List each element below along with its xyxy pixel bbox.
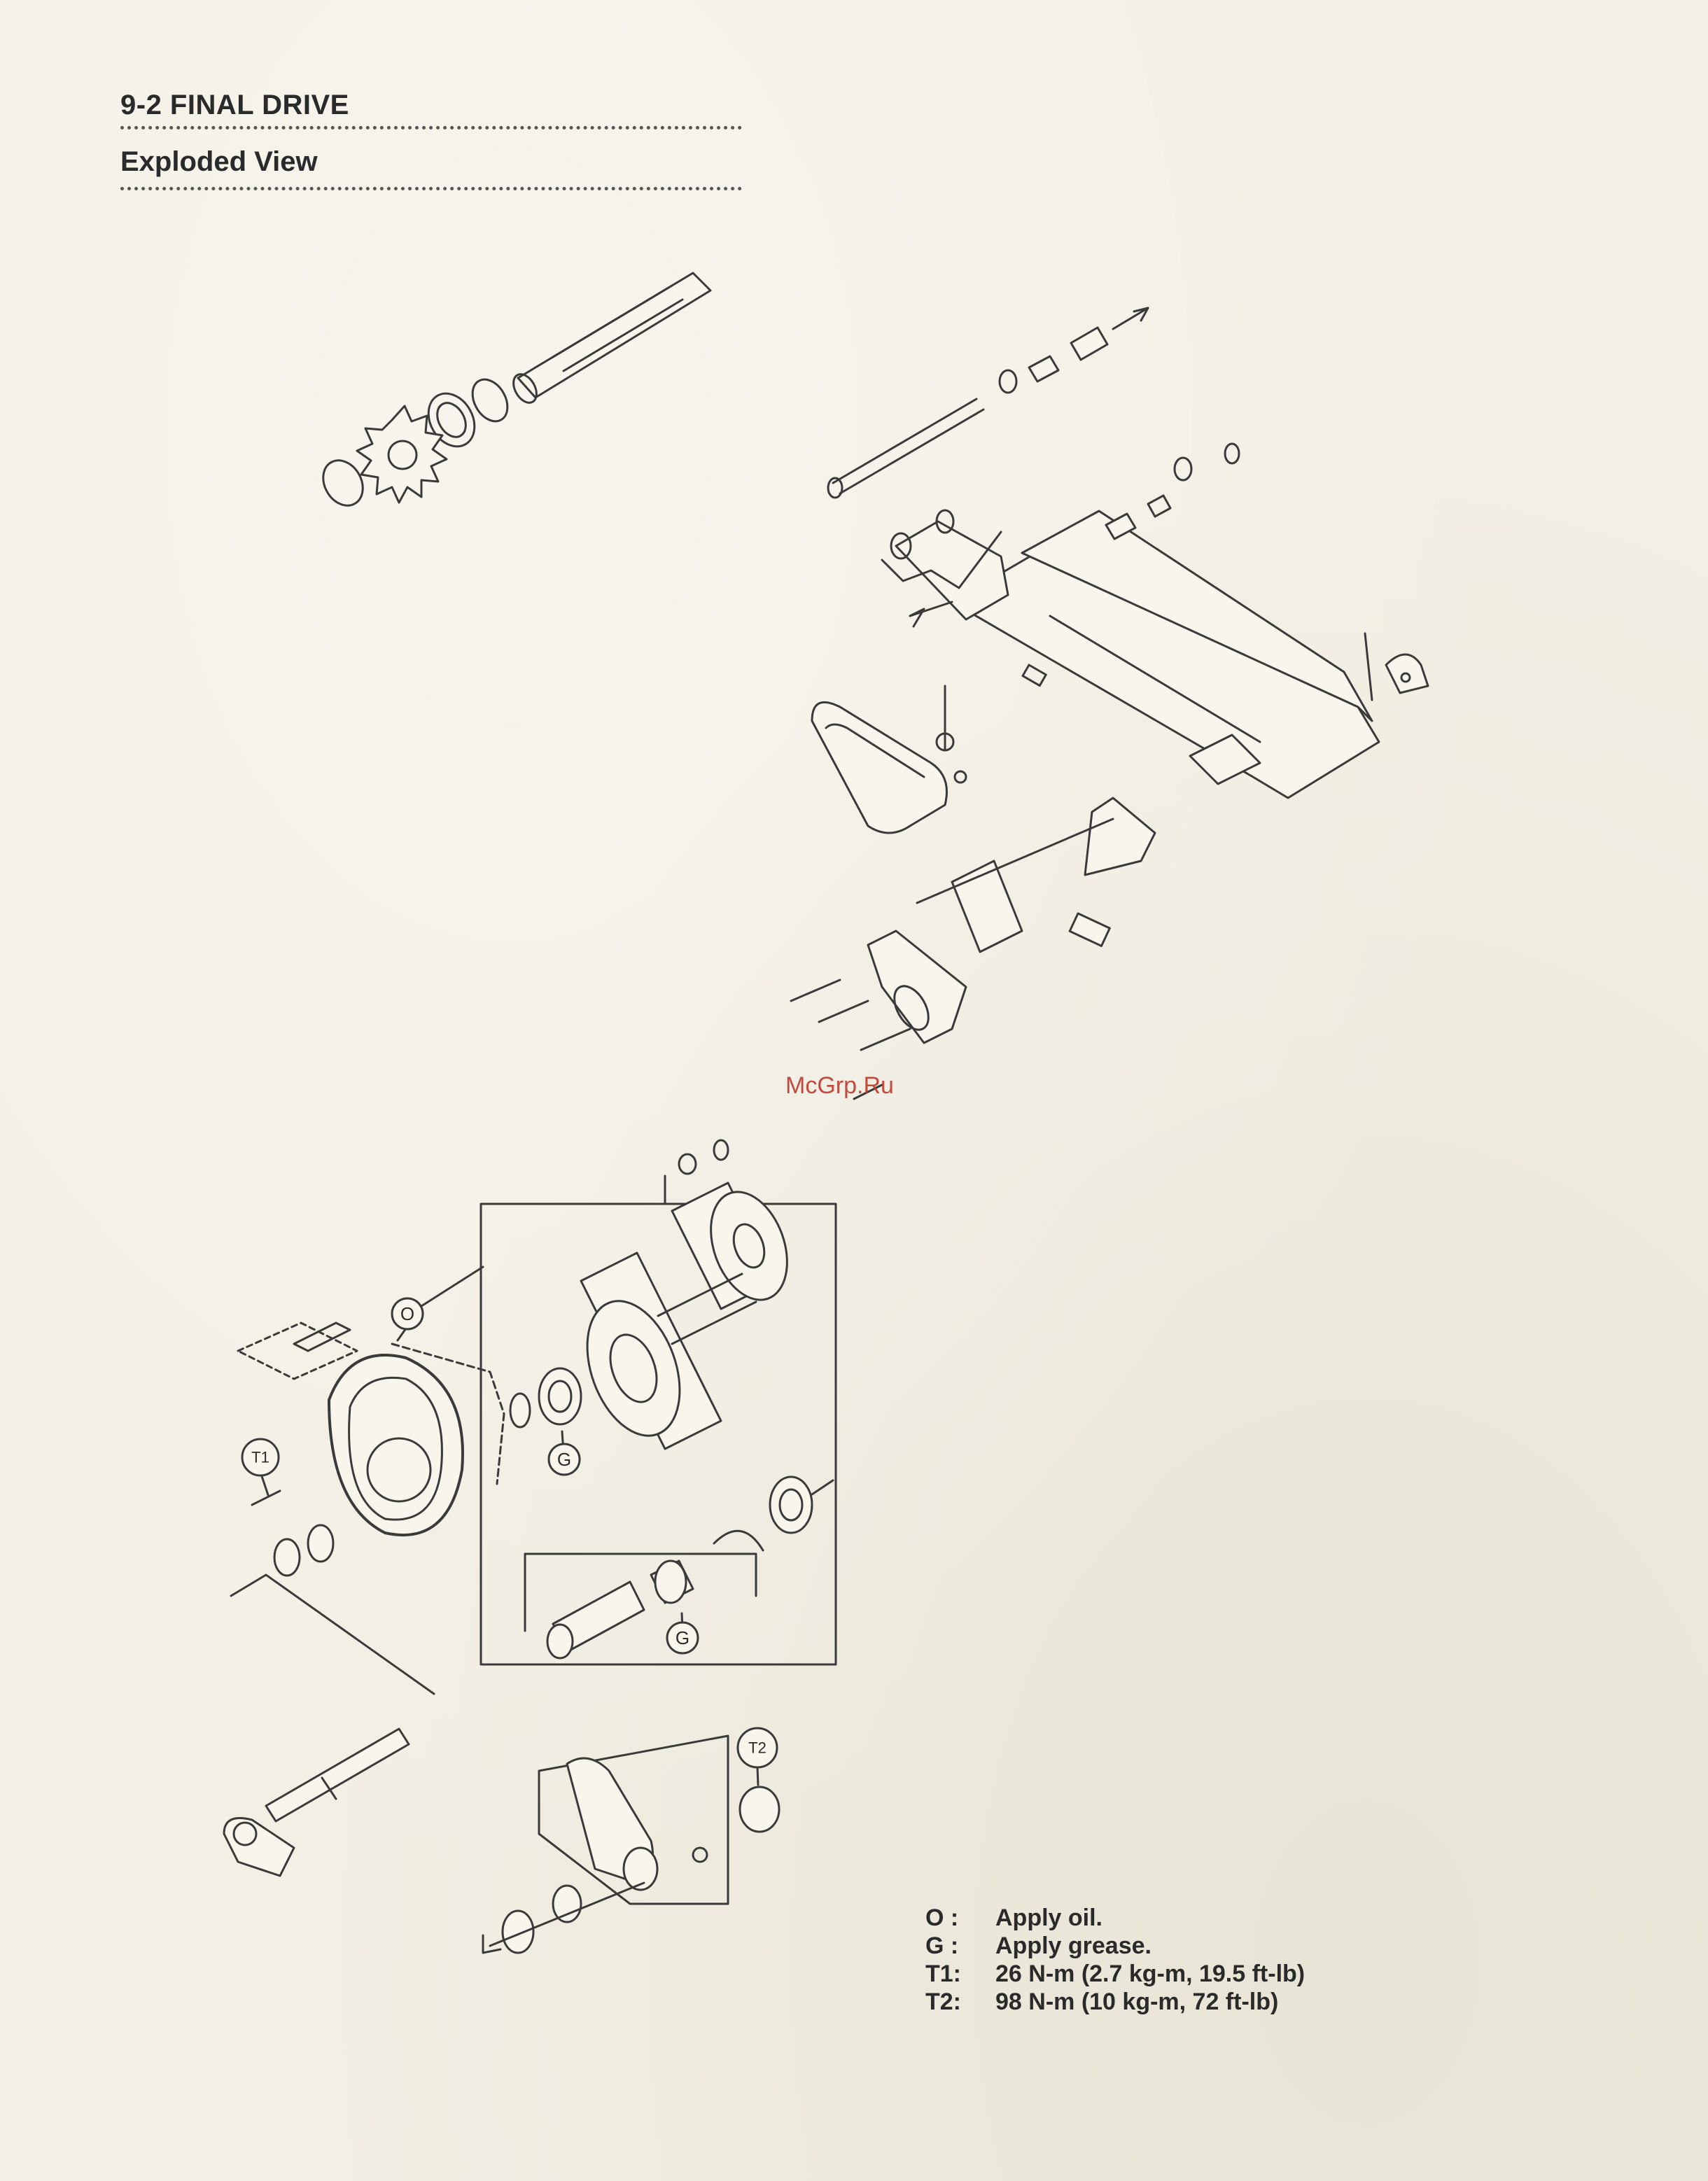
rear-axle <box>224 1729 409 1876</box>
legend-row: G : Apply grease. <box>925 1932 1305 1960</box>
legend-text: Apply grease. <box>995 1932 1152 1960</box>
pivot-bushing-1 <box>1029 356 1058 381</box>
legend-text: 98 N-m (10 kg-m, 72 ft-lb) <box>995 1988 1278 2016</box>
caliper-bracket <box>483 1736 779 1953</box>
legend: O : Apply oil. G : Apply grease. T1: 26 … <box>925 1904 1305 2016</box>
watermark: McGrp.Ru <box>785 1072 894 1100</box>
callout-oil-label: O <box>400 1303 414 1324</box>
axle-adjuster <box>224 1818 294 1877</box>
callout-grease-label-1: G <box>557 1449 571 1470</box>
legend-text: Apply oil. <box>995 1904 1102 1932</box>
swingarm-seals-right <box>1106 444 1239 539</box>
pivot-shaft-group <box>828 308 1148 498</box>
pivot-box <box>896 521 1008 619</box>
chain-slider <box>812 686 966 833</box>
legend-key: O : <box>925 1904 995 1932</box>
swingarm <box>896 511 1428 798</box>
legend-row: O : Apply oil. <box>925 1904 1305 1932</box>
legend-row: T2: 98 N-m (10 kg-m, 72 ft-lb) <box>925 1988 1305 2016</box>
legend-key: T2: <box>925 1988 995 2016</box>
pivot-bushing-2 <box>1071 328 1107 360</box>
circlip <box>315 454 370 513</box>
callout-torque-2-label: T2 <box>748 1739 766 1757</box>
legend-key: T1: <box>925 1960 995 1988</box>
output-shaft <box>518 273 710 398</box>
axle-nut <box>740 1787 779 1832</box>
legend-text: 26 N-m (2.7 kg-m, 19.5 ft-lb) <box>995 1960 1305 1988</box>
engine-sprocket <box>357 406 447 503</box>
rear-sprocket-group <box>231 1267 504 1694</box>
chain-guide <box>791 798 1155 1099</box>
callout-torque-1-label: T1 <box>251 1449 270 1466</box>
legend-key: G : <box>925 1932 995 1960</box>
pivot-washer <box>1000 370 1016 393</box>
legend-row: T1: 26 N-m (2.7 kg-m, 19.5 ft-lb) <box>925 1960 1305 1988</box>
callout-grease-label-2: G <box>676 1627 690 1648</box>
output-shaft-group <box>315 273 710 512</box>
